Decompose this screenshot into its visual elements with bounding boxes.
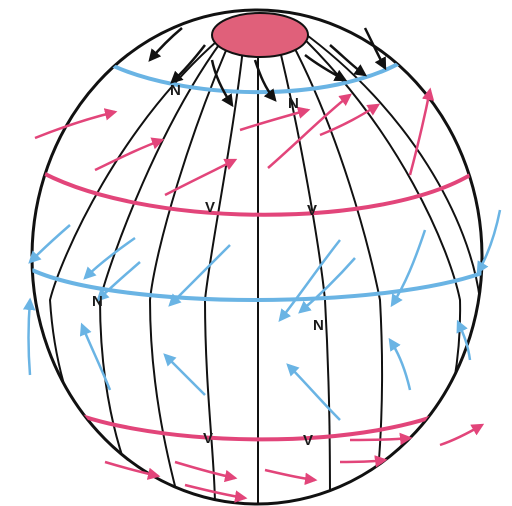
label-n-top-left: N [170,82,181,99]
label-v-lower-right: V [303,432,313,449]
label-v-upper-right: V [307,202,317,219]
label-v-upper-left: V [205,199,215,216]
label-n-mid-right: N [313,317,324,334]
label-v-lower-left: V [203,430,213,447]
label-n-top-right: N [288,95,299,112]
label-n-mid-left: N [92,293,103,310]
pole-cap [212,13,308,57]
